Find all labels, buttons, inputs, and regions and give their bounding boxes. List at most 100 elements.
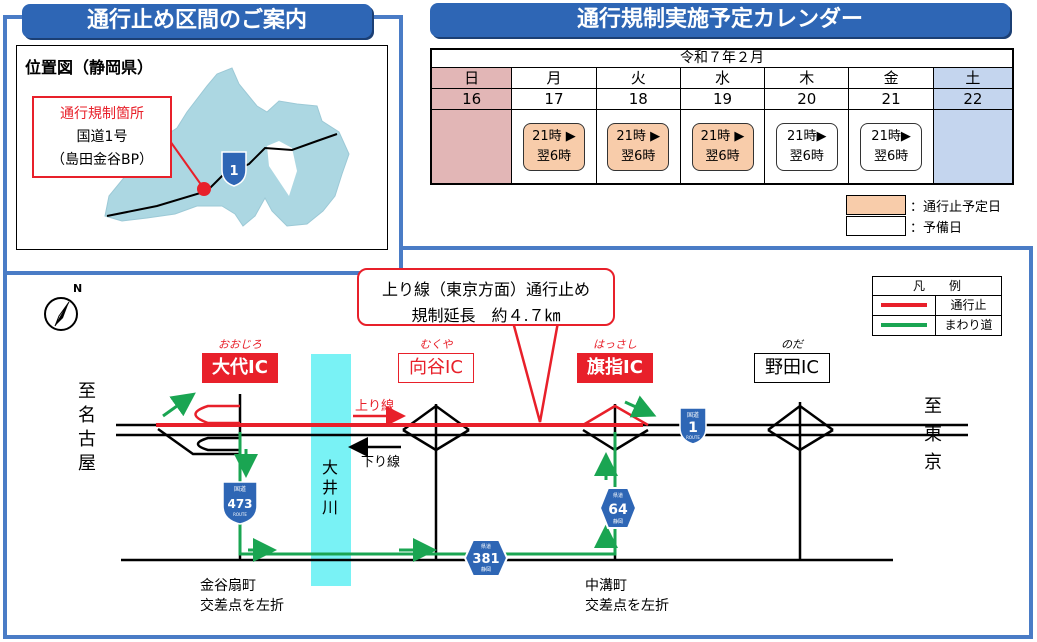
river-label: 大井川 xyxy=(321,458,338,517)
route381-shield-bottom: 静岡 xyxy=(481,566,491,573)
route1-shield-top: 国道 xyxy=(687,411,699,419)
ic-ruby-1: むくや xyxy=(419,338,453,351)
ooshiro-red-loop xyxy=(194,404,240,425)
mukuya-ic-ramps xyxy=(402,404,470,560)
calendar-dow: 木 xyxy=(765,68,849,89)
turn-note-nakamizo: 中溝町交差点を左折 xyxy=(585,578,669,614)
ic-name-1: 向谷IC xyxy=(398,353,474,383)
legend-closed-label: 通行止 xyxy=(950,298,987,312)
shizuoka-map: 1 xyxy=(104,67,350,227)
location-map-title: 位置図（静岡県） xyxy=(25,58,154,77)
calendar-slot: 21時▶ 翌6時 xyxy=(849,110,933,183)
legend-detour-label: まわり道 xyxy=(944,318,993,332)
reserve-time-chip: 21時▶ 翌6時 xyxy=(860,122,923,171)
calendar-date: 16 xyxy=(432,89,512,110)
closure-point-marker xyxy=(197,182,211,196)
noda-ic-ramps xyxy=(767,402,834,560)
closure-callout: 上り線（東京方面）通行止め 規制延長 約４.７㎞ xyxy=(357,268,615,326)
calendar-slot: 21時 ▶ 翌6時 xyxy=(512,110,596,183)
calendar-month: 令和７年２月 xyxy=(432,50,1012,68)
diagram-frame-top-right xyxy=(399,246,1033,250)
calendar-dow: 日 xyxy=(432,68,512,89)
chip-end-time: 翌6時 xyxy=(536,148,572,164)
route64-shield-top: 県道 xyxy=(613,492,623,499)
route1-shield-number: 1 xyxy=(688,420,698,436)
ic-ruby-2: はっさし xyxy=(593,338,637,351)
closure-callout-line1: 上り線（東京方面）通行止め xyxy=(381,280,590,299)
route381-shield: 県道 381 静岡 xyxy=(463,539,509,577)
turn-note-kanaya: 金谷扇町交差点を左折 xyxy=(200,578,284,614)
calendar-slot xyxy=(933,110,1013,183)
calendar-date: 18 xyxy=(596,89,680,110)
detour-route xyxy=(162,392,657,562)
svg-text:1: 1 xyxy=(229,164,238,179)
route-diagram: N xyxy=(44,282,968,586)
route64-shield-bottom: 静岡 xyxy=(613,518,623,525)
chip-start-time: 21時▶ xyxy=(871,128,911,144)
location-map-box: 位置図（静岡県） 1 通行規制箇所 国道1号 （島田金谷BP） xyxy=(16,45,388,250)
route64-shield-number: 64 xyxy=(608,502,628,518)
route64-shield: 県道 64 静岡 xyxy=(598,487,638,529)
legend-closure-label: ：通行止予定日 xyxy=(910,200,1002,215)
map-callout-route: 国道1号 xyxy=(76,129,128,145)
calendar-dow: 月 xyxy=(512,68,596,89)
route1-line-map xyxy=(106,133,338,217)
dest-nagoya: 至名古屋 xyxy=(78,381,96,474)
map-callout-bypass: （島田金谷BP） xyxy=(50,152,154,168)
map-callout: 通行規制箇所 国道1号 （島田金谷BP） xyxy=(32,96,172,178)
route1-shield: 国道 1 ROUTE xyxy=(679,407,707,445)
route1-shield-map: 1 xyxy=(221,151,247,187)
closure-time-chip: 21時 ▶翌6時 xyxy=(607,122,670,171)
legend-reserve-label: ：予備日 xyxy=(910,221,963,236)
calendar-dow: 水 xyxy=(680,68,765,89)
north-compass xyxy=(44,297,78,331)
ic-ruby-0: おおじろ xyxy=(218,338,262,351)
chip-end-time: 翌6時 xyxy=(873,148,909,164)
calendar-dow: 土 xyxy=(933,68,1013,89)
izu-peninsula xyxy=(267,141,297,196)
ic-name-0: 大代IC xyxy=(202,353,278,383)
diagram-legend: 凡 例 通行止 まわり道 xyxy=(872,276,1002,336)
legend-closed-swatch xyxy=(881,303,927,307)
diagram-frame xyxy=(3,246,1033,639)
calendar-header: 通行規制実施予定カレンダー xyxy=(430,3,1010,37)
dest-tokyo: 至東京 xyxy=(924,396,942,473)
calendar-slot: 21時 ▶ 翌6時 xyxy=(680,110,765,183)
calendar-date: 22 xyxy=(933,89,1013,110)
route381-shield-top: 県道 xyxy=(481,543,491,550)
route473-shield-top: 国道 xyxy=(234,485,246,493)
map-callout-title: 通行規制箇所 xyxy=(60,106,144,122)
legend-detour-row: まわり道 xyxy=(873,316,1001,335)
chip-start-time: 21時 ▶ xyxy=(616,128,661,144)
route473-shield: 国道 473 ROUTE xyxy=(222,481,258,525)
ic-ruby-3: のだ xyxy=(781,338,803,351)
route473-shield-number: 473 xyxy=(227,497,252,511)
chip-end-time: 翌6時 xyxy=(705,148,740,164)
chip-start-time: 21時 ▶ xyxy=(700,128,745,144)
closure-callout-line2: 規制延長 約４.７㎞ xyxy=(411,306,561,325)
calendar-slot: 21時▶翌6時 xyxy=(765,110,849,183)
legend-reserve-swatch xyxy=(846,216,906,236)
calendar-date: 20 xyxy=(765,89,849,110)
closure-time-chip: 21時 ▶ 翌6時 xyxy=(691,122,754,171)
route381-shield-number: 381 xyxy=(472,552,499,567)
chip-start-time: 21時 ▶ xyxy=(532,128,576,144)
ic-name-3: 野田IC xyxy=(754,353,830,383)
calendar-date: 21 xyxy=(849,89,933,110)
left-panel-header: 通行止め区間のご案内 xyxy=(22,4,372,38)
closure-time-chip: 21時 ▶ 翌6時 xyxy=(522,122,585,171)
closure-callout-pointer xyxy=(511,321,560,423)
calendar-slot: 21時 ▶翌6時 xyxy=(596,110,680,183)
up-line-label: 上り線 xyxy=(355,398,394,414)
legend-closed-row: 通行止 xyxy=(873,296,1001,316)
hassashi-red-ramp xyxy=(582,404,649,427)
